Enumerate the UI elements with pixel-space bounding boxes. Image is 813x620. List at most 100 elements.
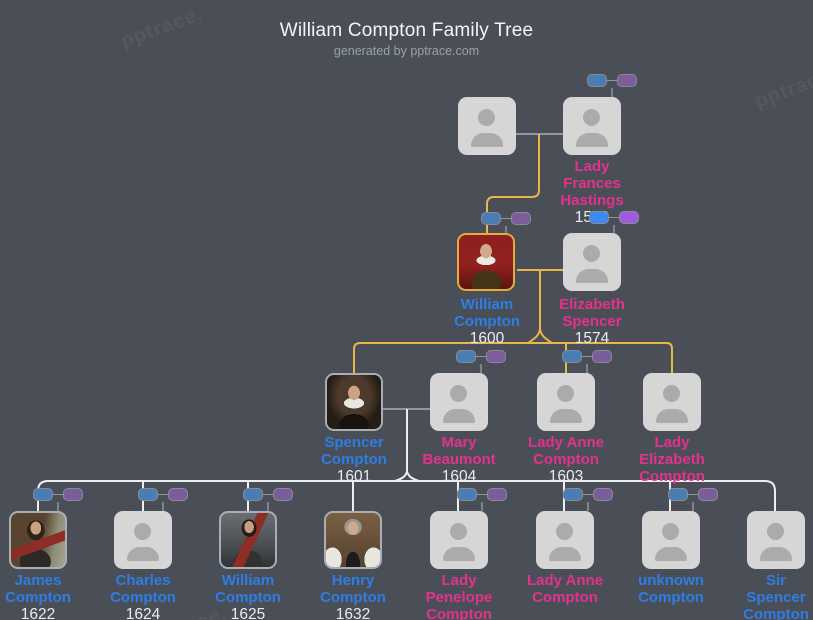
avatar-head-icon (557, 385, 574, 402)
person-label-william-compton-younger: William Compton 1625 (188, 572, 308, 620)
avatar-head-icon (134, 523, 151, 540)
person-label-sir-spencer-compton: Sir Spencer Compton (743, 572, 809, 620)
collapsed-parents-elizabeth[interactable] (589, 211, 639, 224)
person-label-lady-anne-compton-younger: Lady Anne Compton (526, 572, 604, 606)
person-label-lady-elizabeth-compton: Lady Elizabeth Compton (639, 434, 705, 485)
birth-year: 1622 (20, 606, 56, 620)
person-node-lady-frances-hastings[interactable] (563, 97, 621, 155)
person-label-spencer-compton: Spencer Compton 1601 (294, 434, 414, 485)
avatar-shoulders-icon (471, 133, 503, 147)
mother-pill-icon[interactable] (273, 488, 293, 501)
father-pill-icon[interactable] (33, 488, 53, 501)
avatar-head-icon (450, 523, 467, 540)
pill-link-line (583, 494, 593, 495)
birth-year: 1604 (441, 468, 477, 485)
parent-pill-connectors (57, 88, 694, 511)
mother-pill-icon[interactable] (487, 488, 507, 501)
avatar-head-icon (662, 523, 679, 540)
mother-pill-icon[interactable] (63, 488, 83, 501)
avatar-head-icon (556, 523, 573, 540)
collapsed-parents-anne-younger[interactable] (563, 488, 613, 501)
father-pill-icon[interactable] (563, 488, 583, 501)
person-node-charles-compton[interactable] (114, 511, 172, 569)
person-node-lady-anne-compton[interactable] (537, 373, 595, 431)
person-node-lady-elizabeth-compton[interactable] (643, 373, 701, 431)
avatar-shoulders-icon (655, 547, 687, 561)
birth-year: 1632 (335, 606, 371, 620)
mother-pill-icon[interactable] (592, 350, 612, 363)
avatar-shoulders-icon (127, 547, 159, 561)
pill-link-line (477, 494, 487, 495)
birth-year: 1574 (574, 330, 610, 347)
person-node-william-compton-younger[interactable] (219, 511, 277, 569)
avatar-shoulders-icon (656, 409, 688, 423)
collapsed-parents-james[interactable] (33, 488, 83, 501)
collapsed-parents-mary[interactable] (456, 350, 506, 363)
father-pill-icon[interactable] (668, 488, 688, 501)
pill-link-line (53, 494, 63, 495)
father-pill-icon[interactable] (562, 350, 582, 363)
birth-year: 1603 (548, 468, 584, 485)
person-node-lady-penelope-compton[interactable] (430, 511, 488, 569)
father-pill-icon[interactable] (243, 488, 263, 501)
person-node-elizabeth-spencer[interactable] (563, 233, 621, 291)
mother-pill-icon[interactable] (511, 212, 531, 225)
person-node-lady-anne-compton-younger[interactable] (536, 511, 594, 569)
pill-link-line (476, 356, 486, 357)
person-node-mary-beaumont[interactable] (430, 373, 488, 431)
father-pill-icon[interactable] (457, 488, 477, 501)
person-label-henry-compton: Henry Compton 1632 (293, 572, 413, 620)
avatar-shoulders-icon (760, 547, 792, 561)
mother-pill-icon[interactable] (168, 488, 188, 501)
pill-link-line (688, 494, 698, 495)
pill-link-line (501, 218, 511, 219)
avatar-shoulders-icon (549, 547, 581, 561)
avatar-head-icon (583, 109, 600, 126)
avatar-shoulders-icon (576, 269, 608, 283)
avatar-head-icon (767, 523, 784, 540)
person-node-unknown-compton[interactable] (642, 511, 700, 569)
person-label-unknown-compton: unknown Compton (638, 572, 704, 606)
mother-pill-icon[interactable] (619, 211, 639, 224)
father-pill-icon[interactable] (481, 212, 501, 225)
collapsed-parents-charles[interactable] (138, 488, 188, 501)
person-node-spencer-compton[interactable] (325, 373, 383, 431)
birth-year: 1624 (125, 606, 161, 620)
avatar-shoulders-icon (576, 133, 608, 147)
collapsed-parents-anne[interactable] (562, 350, 612, 363)
father-pill-icon[interactable] (456, 350, 476, 363)
mother-pill-icon[interactable] (617, 74, 637, 87)
person-node-james-compton[interactable] (9, 511, 67, 569)
avatar-head-icon (478, 109, 495, 126)
pill-link-line (582, 356, 592, 357)
page-subtitle: generated by pptrace.com (333, 44, 480, 58)
person-node-william-compton-selected[interactable] (457, 233, 515, 291)
pill-link-line (158, 494, 168, 495)
birth-year: 1625 (230, 606, 266, 620)
collapsed-parents-frances[interactable] (587, 74, 637, 87)
collapsed-parents-penelope[interactable] (457, 488, 507, 501)
mother-pill-icon[interactable] (486, 350, 506, 363)
collapsed-parents-william[interactable] (481, 212, 531, 225)
person-node-sir-spencer-compton[interactable] (747, 511, 805, 569)
avatar-shoulders-icon (443, 409, 475, 423)
collapsed-parents-unknown[interactable] (668, 488, 718, 501)
person-label-mary-beaumont: Mary Beaumont 1604 (399, 434, 519, 485)
person-node-henry-compton[interactable] (324, 511, 382, 569)
person-node-unnamed-ancestor[interactable] (458, 97, 516, 155)
person-label-charles-compton: Charles Compton 1624 (83, 572, 203, 620)
page-title: William Compton Family Tree (279, 20, 534, 41)
mother-pill-icon[interactable] (698, 488, 718, 501)
father-pill-icon[interactable] (138, 488, 158, 501)
father-pill-icon[interactable] (587, 74, 607, 87)
father-pill-icon[interactable] (589, 211, 609, 224)
avatar-head-icon (450, 385, 467, 402)
person-label-lady-anne-compton: Lady Anne Compton 1603 (506, 434, 626, 485)
person-label-william-compton: William Compton 1600 (427, 296, 547, 347)
person-label-james-compton: James Compton 1622 (0, 572, 98, 620)
collapsed-parents-william-younger[interactable] (243, 488, 293, 501)
avatar-shoulders-icon (443, 547, 475, 561)
pill-link-line (263, 494, 273, 495)
mother-pill-icon[interactable] (593, 488, 613, 501)
